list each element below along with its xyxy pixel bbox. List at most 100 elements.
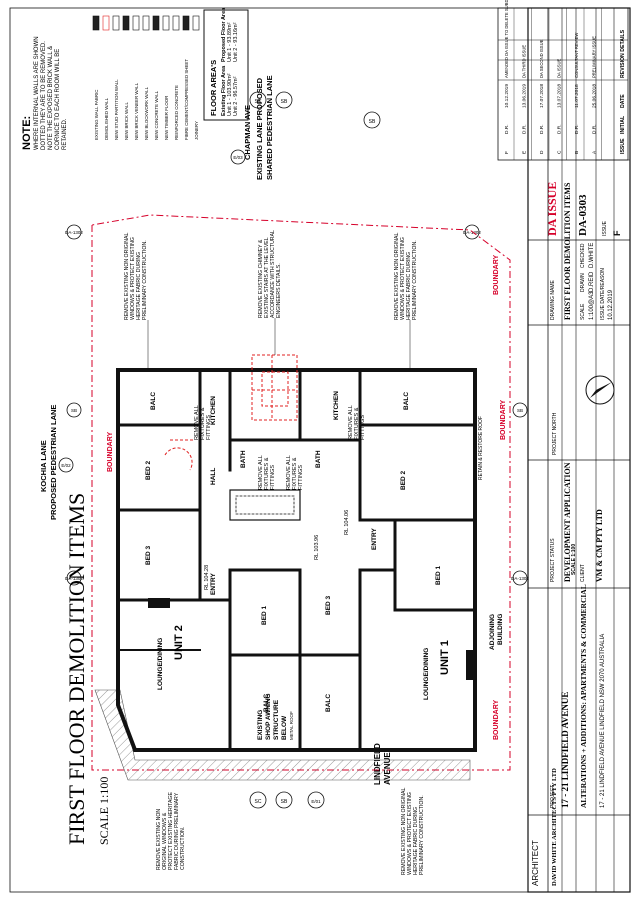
- legend-swatch: [92, 15, 100, 31]
- room-entry-left: ENTRY: [210, 573, 217, 595]
- room-bed2-left: BED 2: [145, 460, 152, 480]
- tb-drawing-number: DA-0303: [577, 194, 589, 236]
- boundary-label-left: BOUNDARY: [107, 431, 114, 472]
- legend-label: NEW CONCRETE WALL: [154, 90, 159, 140]
- note-line2: DOTTED THEY ARE TO BE REMOVED.: [41, 41, 47, 150]
- revision-header: REVISION DETAILS: [620, 29, 626, 78]
- note-title: NOTE:: [21, 116, 33, 150]
- revision-cell: D.R.: [504, 124, 510, 134]
- svg-text:REMOVE EXISTING NON ORIGINAL: REMOVE EXISTING NON ORIGINAL WINDOWS & P…: [124, 231, 148, 320]
- rl-103-96: RL 103.96: [314, 535, 320, 560]
- room-bed1-left: BED 1: [261, 605, 268, 625]
- legend-swatch: [102, 15, 110, 31]
- tb-checked-header: CHECKED: [580, 243, 586, 268]
- awning-label: EXISTING SHOP AWNING STRUCTURE BELOW MET…: [257, 693, 294, 740]
- marker-sb-upper-right: SB: [369, 119, 376, 125]
- chimney-2: EXISTING STAIRS AT THE LEVEL: [264, 237, 270, 318]
- legend-label: JOINERY: [194, 121, 199, 140]
- room-hall: HALL: [210, 468, 217, 485]
- tb-status: DEVELOPMENT APPLICATION: [563, 462, 572, 582]
- legend-label: REINFORCED CONCRETE: [174, 85, 179, 140]
- street-chapman-2: EXISTING LANE PROPOSED: [255, 77, 264, 180]
- revision-cell: D.R.: [522, 124, 528, 134]
- svg-text:REMOVE ALL FIXTURES &: REMOVE ALL FIXTURES & FITTINGS: [258, 454, 276, 490]
- lindfield-left-2: ORIGINAL WINDOWS &: [162, 812, 168, 870]
- unit-1-label: UNIT 1: [439, 640, 451, 675]
- section-marker-top: SC SB: [249, 91, 293, 109]
- svg-text:REMOVE EXISTING NON ORIGINAL: REMOVE EXISTING NON ORIGINAL WINDOWS & P…: [401, 786, 425, 875]
- tb-client-header: CLIENT: [580, 564, 586, 582]
- retain-roof-label: RETAIN & RESTORE ROOF: [478, 416, 484, 480]
- windows-left-4: PRELIMINARY CONSTRUCTION.: [142, 240, 148, 320]
- tb-drawn-header: DRAWN: [580, 273, 586, 292]
- room-balc-bottom-right: BALC: [325, 694, 332, 712]
- section-marker-upper-right: SB: [363, 111, 381, 129]
- tb-scale: 1:100@A3: [589, 291, 595, 320]
- tb-project-north-label: PROJECT NORTH: [552, 412, 558, 455]
- legend-label: NEW STUD PARTITION WALL: [114, 79, 119, 140]
- fixtures-b-3: FITTINGS: [270, 465, 276, 490]
- svg-text:SCALE: SCALE: [580, 303, 586, 320]
- marker-sd-right: DA-1302: [463, 230, 481, 235]
- note-line4: CORNICE TO EACH ROOM WILL BE: [55, 49, 61, 150]
- fixture-notes: REMOVE ALL FIXTURES & FITTINGS REMOVE AL…: [194, 405, 366, 490]
- windows-right-2: WINDOWS & PROTECT EXISTING: [400, 237, 406, 320]
- revision-cell: 13.06.2019: [522, 84, 528, 108]
- annotation-lindfield-right: REMOVE EXISTING NON ORIGINAL WINDOWS & P…: [401, 786, 425, 875]
- legend-swatch: [142, 15, 150, 31]
- revision-cell: DA THIRD ISSUE: [522, 45, 527, 78]
- section-marker-right-low: DA-1302: [511, 570, 529, 586]
- street-kochia: KOCHIA LANE: [39, 440, 48, 492]
- room-bath-right: BATH: [315, 450, 322, 468]
- room-kitchen-left: KITCHEN: [210, 396, 217, 425]
- street-chapman-3: SHARED PEDESTRIAN LANE: [265, 75, 274, 180]
- chimney-1: REMOVE EXISTING CHIMNEY &: [258, 239, 264, 318]
- revision-cell: 10.12.2019: [504, 84, 510, 108]
- revision-cell: CONSULTANT REVIEW: [574, 33, 579, 78]
- revision-cell: 17.07.2018: [539, 84, 545, 108]
- section-marker-left-low: DA-1302: [65, 570, 83, 586]
- street-kochia-1: KOCHIA LANE: [39, 440, 48, 492]
- revision-cell: 25.06.2018: [592, 84, 598, 108]
- legend-label: FIBRE CEMENT/COMPRESSED SHEET: [184, 59, 189, 140]
- tb-issue-date-header: ISSUE DATE/REASON: [600, 268, 606, 320]
- marker-sc-top: SC: [255, 99, 262, 105]
- svg-text:REMOVE EXISTING NON ORIGINAL: REMOVE EXISTING NON ORIGINAL WINDOWS & P…: [394, 231, 418, 320]
- revision-cell: B: [574, 151, 580, 154]
- elevation-marker-e03: E/03: [230, 149, 246, 165]
- revision-cell: 13.07.2018: [557, 84, 563, 108]
- fixtures-d-1: REMOVE ALL: [348, 405, 354, 440]
- awning-1: EXISTING: [257, 710, 264, 740]
- proposed-area-u2: Unit 2 - 93.16m²: [233, 22, 239, 62]
- section-marker-bottom: SC SB E/01: [249, 791, 325, 809]
- room-lounge-right: LOUNGE/DINING: [423, 648, 430, 700]
- windows-right-4: PRELIMINARY CONSTRUCTION.: [412, 240, 418, 320]
- fixtures-c-3: FITTINGS: [298, 465, 304, 490]
- tb-project-line3: 17 - 21 LINDFIELD AVENUE LINDFIELD NSW 2…: [600, 634, 606, 808]
- floor-areas-title: FLOOR AREA'S: [209, 60, 218, 116]
- tb-status-header: PROJECT STATUS: [550, 538, 556, 582]
- section-marker-right-mid: SB: [512, 402, 528, 418]
- svg-text:REMOVE EXISTING NON OR: REMOVE EXISTING NON ORIGINAL WINDOWS & P…: [156, 791, 186, 870]
- site-boundary: BOUNDARY BOUNDARY BOUNDARY BOUNDARY: [91, 214, 511, 771]
- revision-cell: AMENDED DA ISSUE TO DELETE SUBDIVISION O…: [504, 0, 509, 78]
- revision-cell: D.R.: [574, 124, 580, 134]
- boundary-label-top: BOUNDARY: [493, 254, 500, 295]
- legend-swatch: [172, 15, 180, 31]
- room-kitchen-right: KITCHEN: [333, 391, 340, 420]
- note-line3: NOTE THE EXPOSED BRICK WALL &: [48, 46, 54, 150]
- lindfield-left-3: PROTECT EXISTING HERITAGE: [168, 792, 174, 870]
- revision-cell: 11.07.2018: [574, 84, 580, 108]
- boundary-label-right: BOUNDARY: [500, 399, 507, 440]
- tb-project-header: PROJECT: [550, 785, 556, 808]
- room-bed3-left: BED 3: [145, 545, 152, 565]
- rl-104-28: RL 104.28: [204, 565, 210, 590]
- unit-2-label: UNIT 2: [173, 625, 185, 660]
- tb-drawing-name-header: DRAWING NAME: [550, 280, 556, 320]
- awning-3: STRUCTURE: [273, 699, 280, 740]
- windows-left-3: HERITAGE FABRIC DURING: [136, 252, 142, 320]
- building-walls: [116, 368, 477, 752]
- lindfield-right-3: HERITAGE FABRIC DURING: [413, 807, 419, 875]
- fixtures-b-2: FIXTURES &: [264, 457, 270, 490]
- legend-swatch: [122, 15, 130, 31]
